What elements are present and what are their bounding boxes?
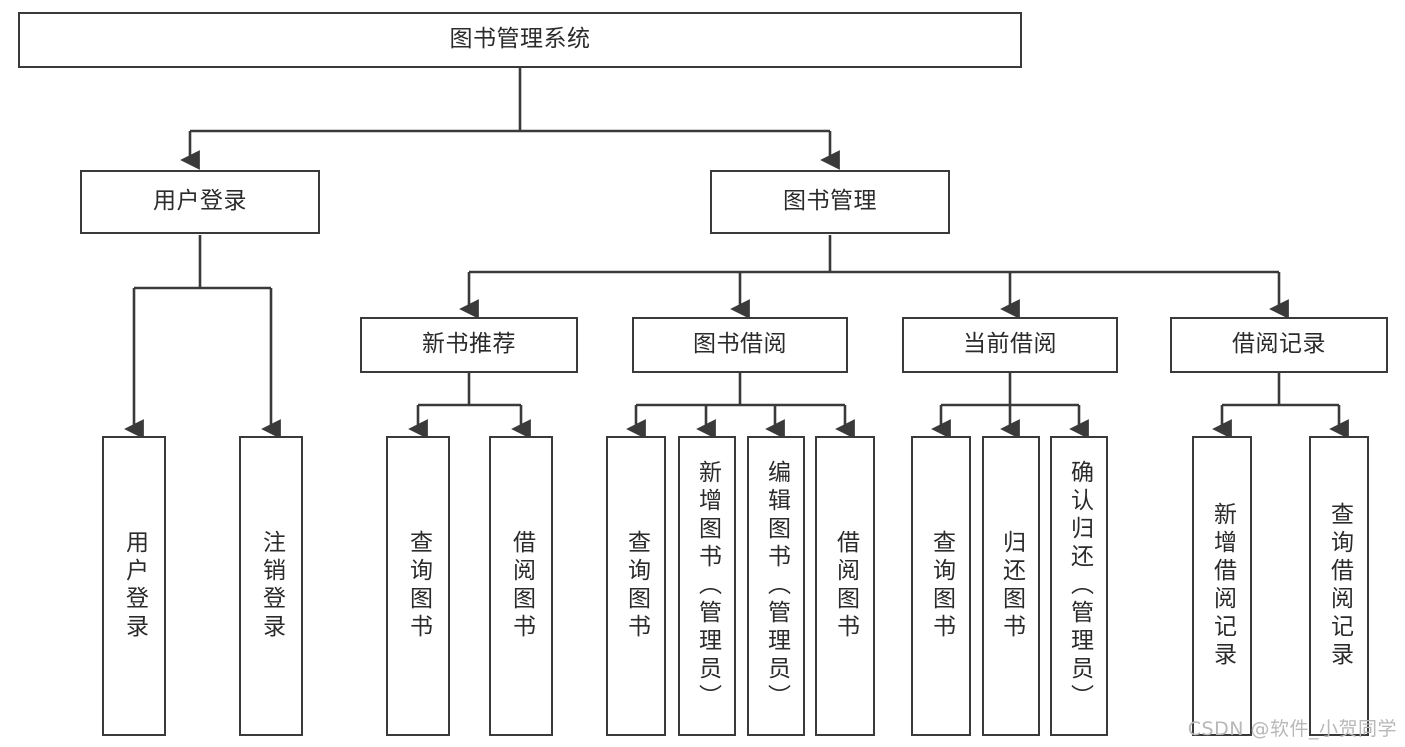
node-book-management-label: 图书管理 bbox=[783, 188, 877, 215]
node-leaf-borrow-book-2-label: 借阅图书 bbox=[832, 530, 859, 642]
csdn-watermark: CSDN @软件_小贺同学 bbox=[1187, 718, 1397, 740]
node-leaf-edit-book-admin[interactable]: 编辑图书（管理员） bbox=[747, 436, 805, 736]
node-leaf-query-book-1-label: 查询图书 bbox=[405, 530, 432, 642]
node-root-label: 图书管理系统 bbox=[449, 26, 591, 53]
node-leaf-add-borrow-record[interactable]: 新增借阅记录 bbox=[1192, 436, 1252, 736]
node-leaf-user-login-label: 用户登录 bbox=[121, 530, 148, 642]
node-leaf-add-borrow-record-label: 新增借阅记录 bbox=[1209, 502, 1236, 670]
node-leaf-query-borrow-record-label: 查询借阅记录 bbox=[1326, 502, 1353, 670]
node-new-book-recommend[interactable]: 新书推荐 bbox=[360, 317, 578, 373]
node-leaf-return-book-label: 归还图书 bbox=[998, 530, 1025, 642]
node-leaf-query-book-3[interactable]: 查询图书 bbox=[911, 436, 971, 736]
node-current-borrow[interactable]: 当前借阅 bbox=[902, 317, 1118, 373]
node-leaf-return-book[interactable]: 归还图书 bbox=[982, 436, 1040, 736]
node-user-login[interactable]: 用户登录 bbox=[80, 170, 320, 234]
node-new-book-recommend-label: 新书推荐 bbox=[422, 331, 516, 358]
node-leaf-query-book-2[interactable]: 查询图书 bbox=[606, 436, 666, 736]
node-book-borrow-label: 图书借阅 bbox=[693, 331, 787, 358]
node-user-login-label: 用户登录 bbox=[153, 188, 247, 215]
node-borrow-record-label: 借阅记录 bbox=[1232, 331, 1326, 358]
node-leaf-borrow-book-1-label: 借阅图书 bbox=[508, 530, 535, 642]
node-borrow-record[interactable]: 借阅记录 bbox=[1170, 317, 1388, 373]
node-leaf-confirm-return-admin-label: 确认归还（管理员） bbox=[1066, 460, 1093, 712]
node-leaf-borrow-book-1[interactable]: 借阅图书 bbox=[489, 436, 553, 736]
node-current-borrow-label: 当前借阅 bbox=[963, 331, 1057, 358]
node-leaf-borrow-book-2[interactable]: 借阅图书 bbox=[815, 436, 875, 736]
node-leaf-user-login[interactable]: 用户登录 bbox=[102, 436, 166, 736]
node-root[interactable]: 图书管理系统 bbox=[18, 12, 1022, 68]
node-leaf-add-book-admin[interactable]: 新增图书（管理员） bbox=[678, 436, 736, 736]
node-leaf-query-borrow-record[interactable]: 查询借阅记录 bbox=[1309, 436, 1369, 736]
node-leaf-logout-login[interactable]: 注销登录 bbox=[239, 436, 303, 736]
node-leaf-add-book-admin-label: 新增图书（管理员） bbox=[694, 460, 721, 712]
node-leaf-logout-login-label: 注销登录 bbox=[258, 530, 285, 642]
node-leaf-query-book-3-label: 查询图书 bbox=[928, 530, 955, 642]
node-book-management[interactable]: 图书管理 bbox=[710, 170, 950, 234]
node-leaf-query-book-2-label: 查询图书 bbox=[623, 530, 650, 642]
node-book-borrow[interactable]: 图书借阅 bbox=[632, 317, 848, 373]
node-leaf-edit-book-admin-label: 编辑图书（管理员） bbox=[763, 460, 790, 712]
node-leaf-confirm-return-admin[interactable]: 确认归还（管理员） bbox=[1050, 436, 1108, 736]
node-leaf-query-book-1[interactable]: 查询图书 bbox=[386, 436, 450, 736]
